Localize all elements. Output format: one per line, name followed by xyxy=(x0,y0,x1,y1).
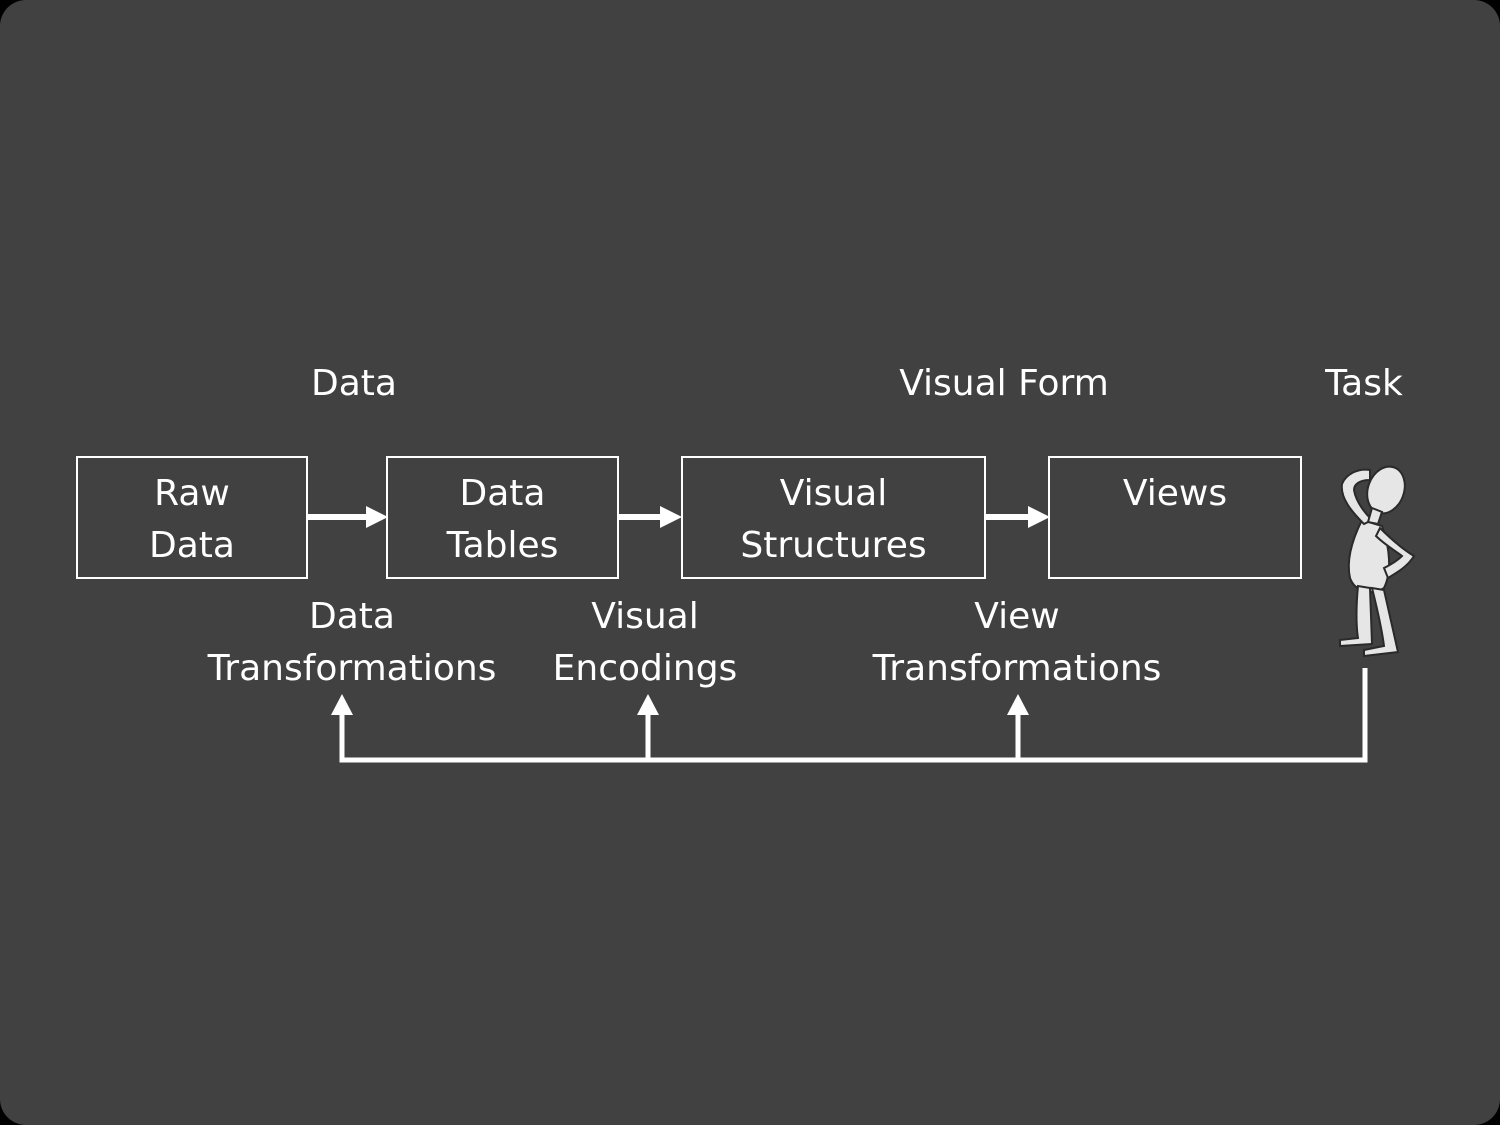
arrow-tables-to-structures xyxy=(619,506,682,528)
visual-encodings-label: Visual Encodings xyxy=(552,596,738,689)
visual-structures-box-label: Visual Structures xyxy=(740,473,927,566)
arrow-raw-to-tables xyxy=(308,506,388,528)
arrow-up-data-transformations xyxy=(331,694,353,715)
data-transformations-label: Data Transformations xyxy=(207,596,497,689)
feedback-loop xyxy=(339,668,1368,763)
thinking-person-icon xyxy=(1339,465,1416,658)
arrow-structures-to-views xyxy=(986,506,1050,528)
view-transformations-label: View Transformations xyxy=(872,596,1162,689)
category-label-visual-form: Visual Form xyxy=(899,363,1109,404)
visual-structures-box: Visual Structures xyxy=(681,456,986,579)
category-label-data: Data xyxy=(311,363,397,404)
raw-data-box-label: Raw Data xyxy=(149,473,235,566)
arrow-up-view-transformations xyxy=(1007,694,1029,715)
raw-data-box: Raw Data xyxy=(76,456,308,579)
views-box-label: Views xyxy=(1122,473,1228,514)
category-label-task: Task xyxy=(1325,363,1403,404)
data-tables-box-label: Data Tables xyxy=(446,473,559,566)
arrow-up-visual-encodings xyxy=(637,694,659,715)
